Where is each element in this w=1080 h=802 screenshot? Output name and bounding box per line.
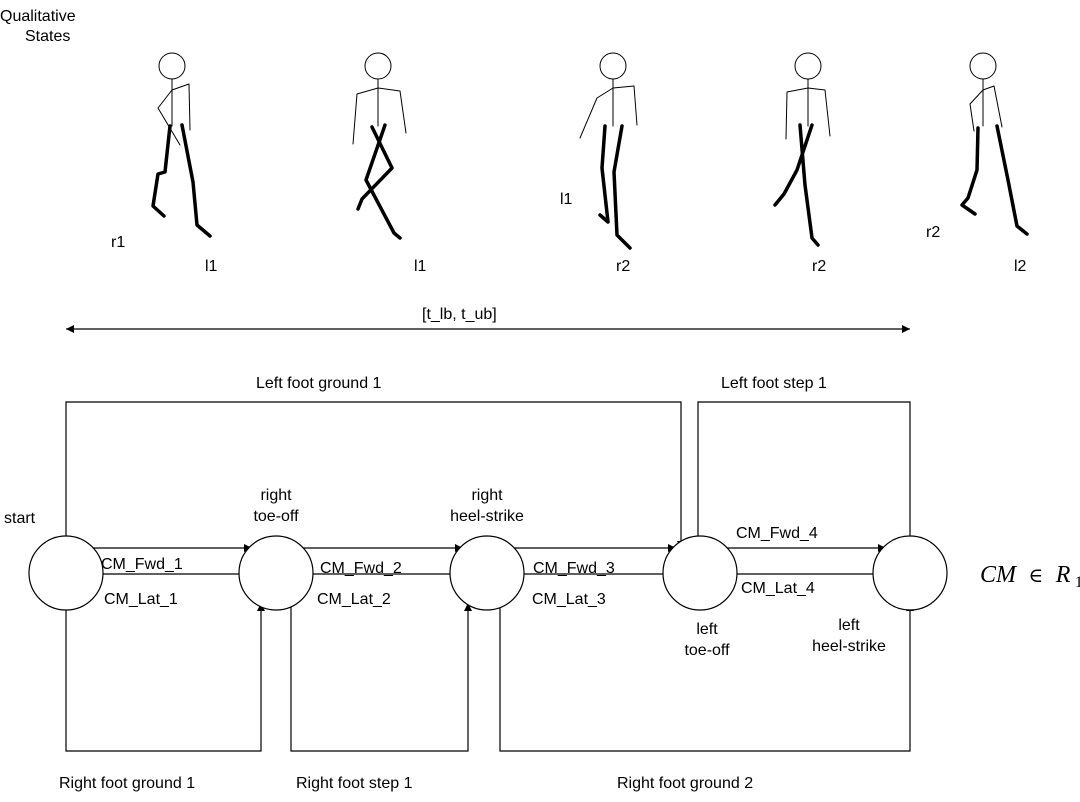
right-foot-ground-2-label: Right foot ground 2 <box>617 775 753 792</box>
figure-4-label-b: r2 <box>812 258 826 275</box>
state-start <box>28 535 104 611</box>
interval-label: [t_lb, t_ub] <box>422 306 497 323</box>
figure-3-label-b: r2 <box>616 258 630 275</box>
left-foot-step-1-label: Left foot step 1 <box>721 375 827 392</box>
stick-figure-3 <box>579 52 638 250</box>
region-expression: CM ∈ R 1 <box>980 562 1080 591</box>
state-left-heel-strike <box>872 535 948 611</box>
figure-2-label-b: l1 <box>414 258 427 275</box>
state-start-label: start <box>4 510 36 527</box>
region-var: CM <box>980 562 1018 588</box>
stick-figure-5 <box>960 52 1029 236</box>
region-set: R <box>1055 562 1071 588</box>
state-right-toe-off <box>238 535 314 611</box>
right-foot-ground-1-label: Right foot ground 1 <box>59 775 195 792</box>
state-left-heel-strike-line-1: left <box>838 617 860 634</box>
state-right-heel-strike-line-2: heel-strike <box>450 508 524 525</box>
state-left-heel-strike-line-2: heel-strike <box>812 638 886 655</box>
state-left-toe-off-line-2: toe-off <box>684 642 730 659</box>
fwd-label-2: CM_Fwd_2 <box>320 560 402 577</box>
state-right-heel-strike-line-1: right <box>471 487 503 504</box>
fwd-label-3: CM_Fwd_3 <box>533 560 615 577</box>
state-right-toe-off-line-1: right <box>260 487 292 504</box>
right-foot-ground-1-path <box>65 600 265 752</box>
right-foot-step-1-label: Right foot step 1 <box>296 775 413 792</box>
left-foot-ground-1-label: Left foot ground 1 <box>256 375 382 392</box>
left-foot-step-1-path <box>697 401 914 545</box>
fwd-label-1: CM_Fwd_1 <box>101 556 183 573</box>
right-foot-step-1-path <box>290 600 472 752</box>
lat-label-3: CM_Lat_3 <box>532 591 606 608</box>
stick-figure-1 <box>151 52 212 238</box>
lat-label-4: CM_Lat_4 <box>741 580 815 597</box>
state-left-toe-off-line-1: left <box>696 621 718 638</box>
figure-5-label-a: r2 <box>926 224 940 241</box>
stick-figure-2 <box>352 52 407 240</box>
header-line-1: Qualitative <box>0 8 76 25</box>
region-subscript: 1 <box>1075 574 1080 591</box>
state-right-toe-off-line-2: toe-off <box>253 508 299 525</box>
header-line-2: States <box>25 28 70 45</box>
figure-3-label-a: l1 <box>560 191 573 208</box>
lat-label-2: CM_Lat_2 <box>317 591 391 608</box>
region-element-of-symbol: ∈ <box>1028 563 1043 587</box>
fwd-label-4: CM_Fwd_4 <box>736 525 818 542</box>
figure-1-label-a: r1 <box>111 234 125 251</box>
figure-5-label-b: l2 <box>1014 258 1027 275</box>
state-right-heel-strike <box>449 535 525 611</box>
state-left-toe-off <box>662 535 738 611</box>
lat-label-1: CM_Lat_1 <box>104 591 178 608</box>
left-foot-ground-1-path <box>65 401 685 549</box>
figure-1-label-b: l1 <box>205 258 218 275</box>
stick-figure-4 <box>773 52 831 247</box>
right-foot-ground-2-path <box>499 600 914 752</box>
